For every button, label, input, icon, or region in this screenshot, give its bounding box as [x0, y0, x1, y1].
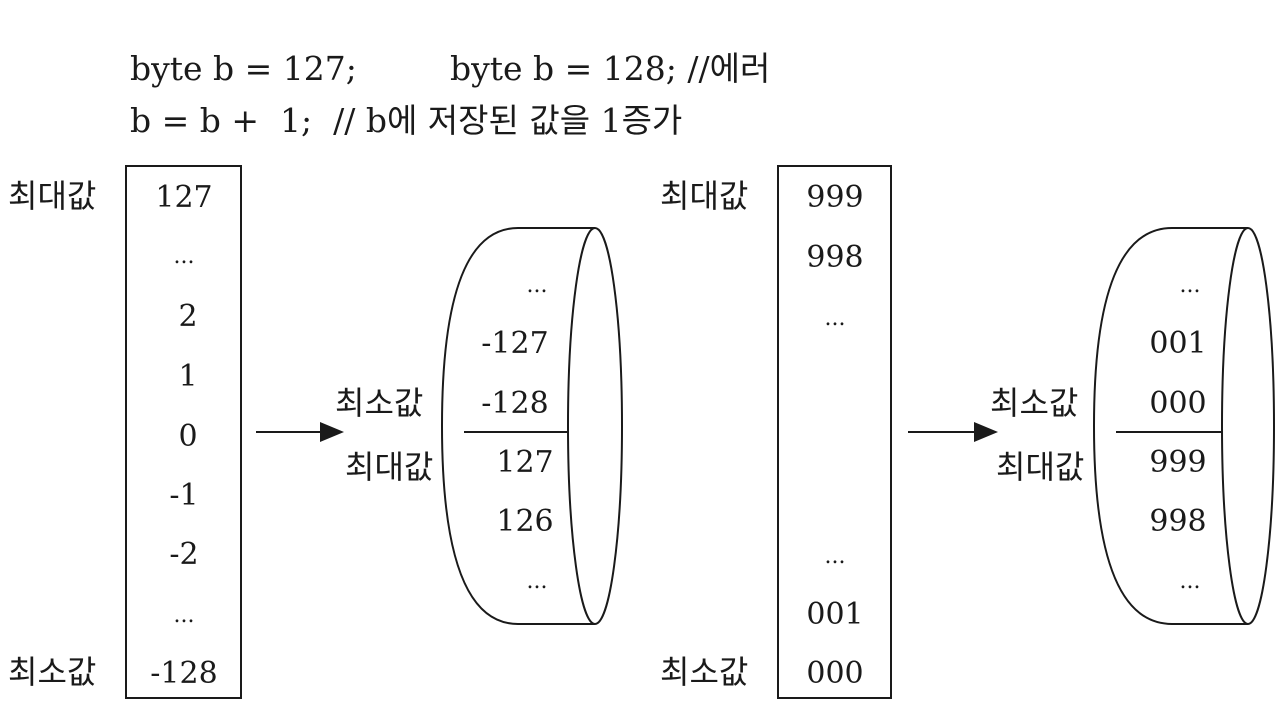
code-line-1b: byte b = 128; //에러: [450, 49, 771, 88]
byte-column-max-label: 최대값: [8, 177, 96, 215]
byte-col-value: 1: [178, 359, 197, 394]
decimal-ring-ellipsis: ...: [1180, 569, 1201, 594]
byte-col-ellipsis: ...: [174, 603, 195, 628]
decimal-ring-value: 999: [1149, 445, 1206, 480]
decimal-ring-value: 998: [1149, 504, 1206, 539]
decimal-ring-value: 001: [1149, 326, 1206, 361]
byte-ring-value: 126: [496, 504, 553, 539]
byte-col-value: 0: [178, 419, 197, 454]
decimal-col-value: 998: [806, 240, 863, 275]
byte-ring-value: 127: [496, 445, 553, 480]
code-line-1a: byte b = 127;: [130, 49, 357, 88]
decimal-ring-ellipsis: ...: [1180, 273, 1201, 298]
decimal-ring-min-label: 최소값: [990, 384, 1078, 422]
decimal-column-box: [777, 165, 892, 699]
byte-column-box: [125, 165, 242, 699]
decimal-ring-value: 000: [1149, 386, 1206, 421]
byte-col-value: 2: [178, 299, 197, 334]
byte-col-value: -128: [150, 656, 217, 691]
code-line-2: b = b + 1; // b에 저장된 값을 1증가: [130, 101, 683, 140]
byte-ring-ellipsis: ...: [527, 569, 548, 594]
decimal-col-value: 000: [806, 656, 863, 691]
byte-col-value: 127: [155, 180, 212, 215]
decimal-column-min-label: 최소값: [660, 653, 748, 691]
decimal-column-max-label: 최대값: [660, 177, 748, 215]
byte-ring-value: -128: [481, 386, 548, 421]
byte-ring-value: -127: [481, 326, 548, 361]
byte-col-value: -2: [169, 537, 198, 572]
byte-col-ellipsis: ...: [174, 244, 195, 269]
byte-ring-ellipsis: ...: [527, 273, 548, 298]
byte-ring: [440, 227, 623, 625]
byte-ring-max-label: 최대값: [345, 448, 433, 486]
decimal-ring: [1092, 227, 1275, 625]
decimal-ring-max-label: 최대값: [996, 448, 1084, 486]
byte-ring-min-label: 최소값: [335, 384, 423, 422]
byte-col-value: -1: [169, 478, 198, 513]
byte-column-min-label: 최소값: [8, 653, 96, 691]
decimal-col-ellipsis: ...: [825, 544, 846, 569]
decimal-col-value: 001: [806, 597, 863, 632]
decimal-col-value: 999: [806, 180, 863, 215]
decimal-col-ellipsis: ...: [825, 306, 846, 331]
